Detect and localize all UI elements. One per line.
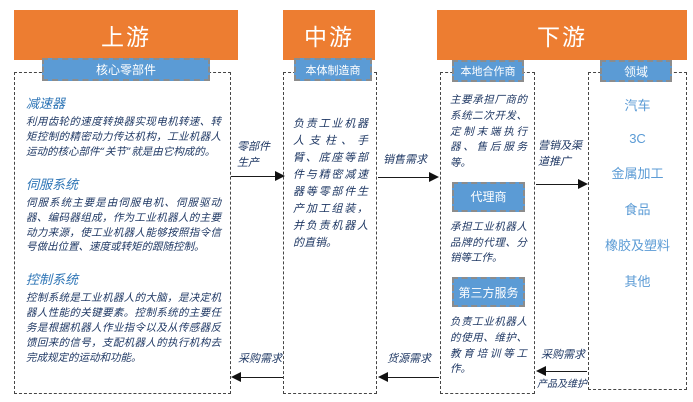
fields-tag: 领域 [600,60,672,82]
midstream-panel: 负责工业机器人支柱、手臂、底座等部件与精密减速器等零部件生产加工组装，并负责机器… [283,72,377,394]
section-title: 控制系统 [26,273,79,289]
field-item-rubber: 橡胶及塑料 [604,238,670,253]
field-item-auto: 汽车 [624,98,651,113]
field-item-other: 其他 [624,274,651,289]
agent-tag: 代理商 [452,181,525,212]
flow-label-supply-demand: 货源需求 [387,352,431,365]
upstream-section-control: 控制系统 控制系统是工业机器人的大脑，是决定机器人性能的关键要素。控制系统的主要… [26,269,221,366]
flow-label-product-maintenance: 产品及维护 [537,379,587,390]
arrow-partners-to-fields [536,179,588,189]
midstream-header: 中游 [283,10,375,60]
flow-label-sales-demand: 销售需求 [383,153,427,166]
section-title: 减速器 [26,97,66,112]
midstream-body: 负责工业机器人支柱、手臂、底座等部件与精密减速器等零部件生产加工组装，并负责机器… [293,117,368,250]
upstream-header: 上游 [14,10,238,60]
flow-label-purchase-demand-right: 采购需求 [541,348,585,361]
arrow-downstream-to-midstream [378,372,439,382]
partners-body: 主要承担厂商的系统二次开发、定制末端执行器、售后服务等。 [450,94,527,169]
upstream-tag: 核心零部件 [42,58,210,81]
arrow-midstream-to-upstream [231,372,283,382]
arrow-midstream-to-downstream [378,172,439,182]
field-item-metal: 金属加工 [611,166,664,181]
arrow-upstream-to-midstream [231,171,285,181]
upstream-section-reducer: 减速器 利用齿轮的速度转换器实现电机转速、转矩控制的精密动力传达机构，工业机器人… [26,93,221,160]
downstream-header: 下游 [437,10,687,60]
section-title: 伺服系统 [26,177,79,193]
upstream-section-servo: 伺服系统 伺服系统主要是由伺服电机、伺服驱动器、编码器组成，作为工业机器人的主要… [26,174,221,256]
section-body: 控制系统是工业机器人的大脑，是决定机器人性能的关键要素。控制系统的主要任务是根据… [26,292,221,364]
field-item-3c: 3C [629,131,646,146]
thirdparty-tag: 第三方服务 [452,277,525,307]
downstream-partners-panel: 主要承担厂商的系统二次开发、定制末端执行器、售后服务等。 代理商 承担工业机器人… [440,72,535,394]
arrow-fields-to-partners [536,366,587,376]
flow-label-parts-production: 零部件 生产 [237,140,270,169]
flow-label-marketing: 营销及渠 道推广 [538,139,582,168]
section-body: 利用齿轮的速度转换器实现电机转速、转矩控制的精密动力传达机构，工业机器人运动的核… [26,116,221,158]
upstream-panel: 减速器 利用齿轮的速度转换器实现电机转速、转矩控制的精密动力传达机构，工业机器人… [14,72,231,394]
thirdparty-body: 负责工业机器人的使用、维护、教育培训等工作。 [450,316,527,376]
agent-body: 承担工业机器人品牌的代理、分销等工作。 [450,220,527,265]
fields-panel: 汽车 3C 金属加工 食品 橡胶及塑料 其他 [588,72,687,390]
midstream-tag: 本体制造商 [294,58,372,81]
flow-label-purchase-demand-left: 采购需求 [238,352,282,365]
field-item-food: 食品 [624,202,651,217]
section-body: 伺服系统主要是由伺服电机、伺服驱动器、编码器组成，作为工业机器人的主要动力来源，… [26,196,221,254]
downstream-partners-tag: 本地合作商 [452,60,524,82]
